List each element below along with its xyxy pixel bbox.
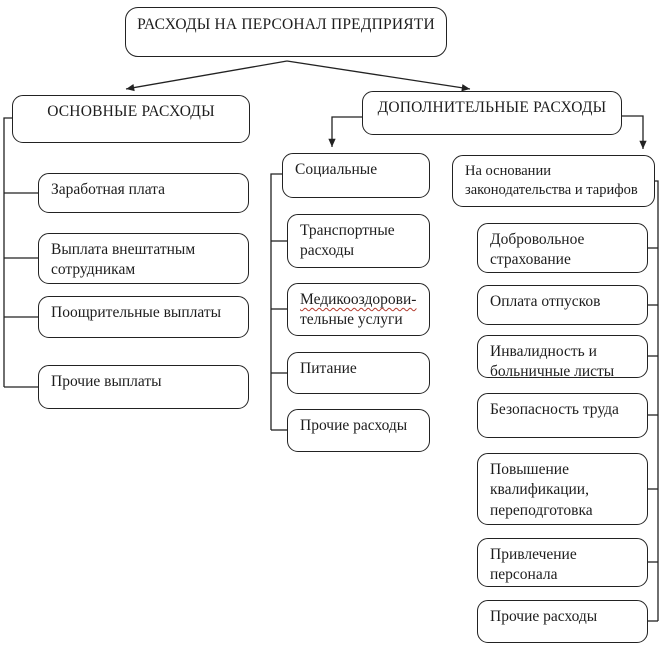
node-wages: Заработная плата — [38, 173, 249, 213]
node-additional-expenses-header: ДОПОЛНИТЕЛЬНЫЕ РАСХОДЫ — [362, 91, 622, 135]
main-bracket-line — [3, 117, 12, 387]
node-medical-services-line2: тельные услуги — [300, 311, 403, 329]
social-bracket-line — [270, 173, 282, 430]
node-statutory-other-costs: Прочие расходы — [477, 600, 648, 643]
node-statutory-header-line2: законодательства и тарифов — [465, 182, 638, 199]
node-medical-services: Медикооздорови- тельные услуги — [287, 283, 430, 336]
node-recruitment: Привлечение персонала — [477, 538, 648, 587]
node-labor-safety: Безопасность труда — [477, 393, 648, 438]
statutory-bracket-line — [655, 180, 659, 621]
node-food: Питание — [287, 352, 430, 394]
node-social-header: Социальные — [282, 153, 430, 198]
node-freelance-payments: Выплата внештатным сотрудникам — [38, 233, 249, 284]
arrow-to-main-expenses — [125, 60, 288, 92]
elbow-to-statutory — [622, 115, 647, 149]
node-statutory-header: На основании законодательства и тарифов — [452, 155, 655, 207]
node-other-payments: Прочие выплаты — [38, 365, 249, 409]
node-title: РАСХОДЫ НА ПЕРСОНАЛ ПРЕДПРИЯТИ — [125, 7, 447, 57]
node-training-retraining: Повышение квалификации, переподготовка — [477, 453, 648, 525]
node-main-expenses-header: ОСНОВНЫЕ РАСХОДЫ — [12, 95, 250, 143]
node-statutory-header-line1: На основании — [465, 163, 551, 179]
elbow-to-social — [328, 116, 362, 147]
node-voluntary-insurance: Добровольное страхование — [477, 223, 648, 273]
node-social-other-costs: Прочие расходы — [287, 409, 430, 452]
node-incentive-payments: Поощрительные выплаты — [38, 296, 249, 338]
node-vacation-pay: Оплата отпусков — [477, 285, 648, 325]
node-transport-costs: Транспортные расходы — [287, 214, 430, 268]
node-medical-services-line1: Медикооздорови- — [300, 291, 417, 308]
arrow-to-additional-expenses — [286, 60, 471, 92]
node-disability-sick-leave: Инвалидность и больничные листы — [477, 335, 648, 380]
